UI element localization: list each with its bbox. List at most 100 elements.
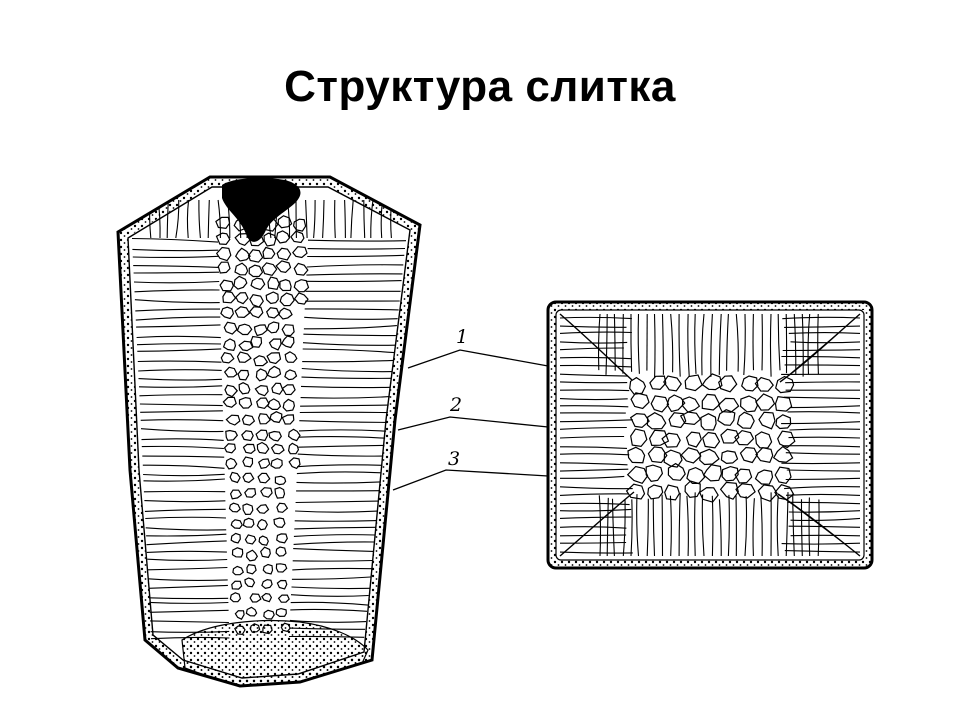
columnar-crystal bbox=[295, 510, 378, 513]
crystal-grain bbox=[267, 276, 280, 290]
columnar-crystal bbox=[296, 471, 382, 475]
crystal-grain bbox=[275, 260, 292, 274]
columnar-crystal bbox=[139, 403, 223, 407]
columnar-crystal bbox=[302, 342, 396, 346]
crystal-grain bbox=[257, 458, 271, 469]
columnar-crystal bbox=[136, 335, 221, 339]
columnar-crystal bbox=[138, 385, 223, 388]
crystal-grain bbox=[232, 565, 245, 576]
columnar-crystal bbox=[141, 445, 224, 450]
columnar-crystal bbox=[769, 313, 772, 377]
cross-sector-boundaries bbox=[559, 313, 861, 557]
crystal-grain bbox=[225, 429, 239, 441]
columnar-crystal bbox=[653, 313, 656, 378]
columnar-crystal bbox=[198, 199, 201, 239]
cross-columnar-crystals-zone bbox=[559, 313, 861, 557]
cross-outline bbox=[546, 300, 874, 570]
columnar-crystal bbox=[559, 502, 630, 506]
columnar-crystal bbox=[305, 280, 402, 282]
columnar-crystal bbox=[669, 495, 672, 557]
callout-1-label: 1 bbox=[456, 326, 468, 348]
crystal-grain bbox=[270, 443, 285, 455]
columnar-crystal bbox=[782, 349, 861, 352]
columnar-crystal bbox=[694, 313, 697, 374]
columnar-crystal bbox=[307, 247, 406, 250]
crystal-grain bbox=[260, 546, 271, 559]
columnar-crystal bbox=[787, 411, 861, 414]
columnar-crystal bbox=[781, 421, 861, 425]
columnar-crystal bbox=[294, 520, 377, 522]
crystal-grain bbox=[281, 384, 296, 396]
columnar-crystal bbox=[143, 478, 225, 482]
crystal-grain bbox=[261, 592, 273, 603]
crystal-grain bbox=[253, 324, 268, 337]
crystal-grain bbox=[255, 368, 268, 382]
crystal-grain bbox=[245, 606, 258, 617]
columnar-crystal bbox=[298, 444, 385, 448]
crystal-grain bbox=[274, 486, 286, 499]
crystal-grain bbox=[236, 351, 252, 363]
crystal-grain bbox=[720, 450, 739, 465]
columnar-crystal bbox=[559, 508, 632, 512]
columnar-crystal bbox=[138, 369, 222, 372]
columnar-crystal bbox=[776, 495, 779, 557]
columnar-crystal bbox=[760, 495, 763, 557]
callouts bbox=[392, 349, 549, 491]
crystal-grain bbox=[244, 488, 257, 498]
crystal-grain bbox=[268, 430, 282, 442]
columnar-crystal bbox=[301, 367, 393, 373]
crystal-grain bbox=[650, 395, 670, 413]
cross-equiaxed-crystals-zone bbox=[625, 373, 796, 503]
crystal-grain bbox=[645, 464, 664, 483]
columnar-crystal bbox=[136, 324, 221, 328]
crystal-grain bbox=[277, 594, 290, 603]
crystal-grain bbox=[681, 396, 701, 413]
columnar-crystal bbox=[710, 313, 713, 377]
columnar-crystal bbox=[302, 359, 394, 363]
crystal-grain bbox=[276, 533, 288, 544]
columnar-crystal bbox=[743, 313, 746, 376]
columnar-crystal bbox=[140, 419, 224, 422]
crystal-grain bbox=[234, 247, 251, 262]
columnar-crystal bbox=[636, 494, 640, 557]
columnar-crystal bbox=[131, 237, 219, 243]
columnar-crystal bbox=[140, 410, 223, 413]
crystal-grain bbox=[265, 307, 280, 319]
columnar-crystal bbox=[559, 462, 628, 466]
columnar-crystal bbox=[559, 381, 628, 384]
crystal-grain bbox=[215, 246, 232, 262]
columnar-crystal bbox=[784, 486, 861, 490]
columnar-crystal bbox=[630, 313, 633, 372]
columnar-crystal bbox=[139, 394, 223, 397]
columnar-crystal bbox=[800, 499, 803, 557]
crystal-grain bbox=[719, 481, 739, 500]
crystal-grain bbox=[734, 468, 753, 484]
columnar-crystal bbox=[718, 499, 722, 557]
page-title: Структура слитка bbox=[284, 62, 676, 111]
columnar-crystal bbox=[294, 526, 376, 530]
crystal-grain bbox=[253, 355, 269, 367]
columnar-crystal bbox=[559, 316, 632, 320]
columnar-crystal bbox=[559, 405, 629, 408]
crystal-grain bbox=[287, 428, 301, 442]
columnar-crystal bbox=[300, 396, 390, 399]
columnar-crystal bbox=[304, 316, 398, 320]
callout-2-leader bbox=[397, 416, 549, 431]
columnar-crystal bbox=[290, 594, 369, 597]
columnar-crystal bbox=[559, 551, 633, 554]
crystal-grain bbox=[256, 504, 270, 514]
callout-2-label: 2 bbox=[449, 394, 462, 416]
columnar-crystal bbox=[559, 541, 627, 544]
crystal-grain bbox=[246, 563, 257, 575]
crystal-grain bbox=[720, 428, 740, 444]
crystal-grain bbox=[666, 394, 686, 413]
crystal-grain bbox=[279, 292, 295, 307]
columnar-crystal bbox=[299, 420, 388, 423]
columnar-crystal bbox=[784, 550, 861, 553]
crystal-grain bbox=[234, 306, 251, 319]
columnar-crystal bbox=[292, 559, 373, 562]
columnar-crystal bbox=[291, 586, 370, 590]
crystal-grain bbox=[721, 465, 739, 482]
columnar-crystal bbox=[559, 398, 628, 401]
columnar-crystal bbox=[784, 325, 861, 328]
